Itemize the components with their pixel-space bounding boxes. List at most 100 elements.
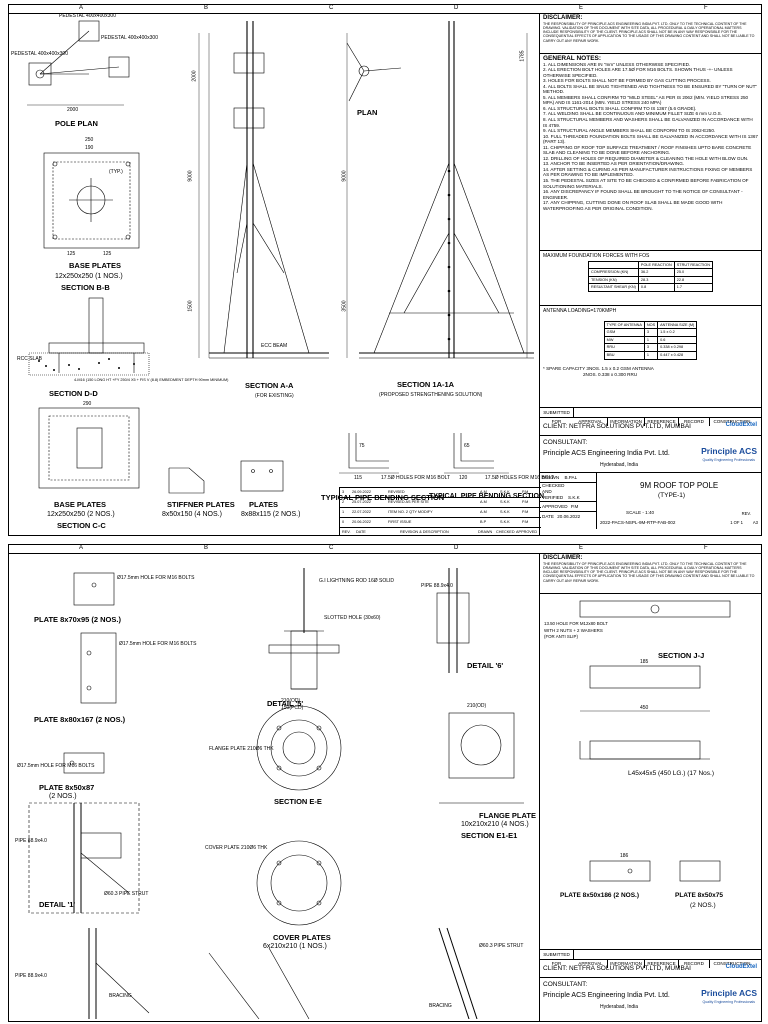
status-approval: APPROVAL <box>574 959 608 968</box>
grid-col-b: B <box>204 5 209 11</box>
dim-1785: 1785 <box>519 50 526 62</box>
pipe-dim-65: 65 <box>464 443 470 449</box>
notes-panel-1: DISCLAIMER: THE RESPONSIBILITY OF PRINCI… <box>540 13 761 535</box>
note-3: 3. HOLES FOR BOLTS SHALL NOT BE FORMED B… <box>543 78 711 84</box>
grid-reference-top-2: A B C D E F <box>9 545 761 554</box>
status-reference: REFERENCE <box>645 417 679 426</box>
antenna-header: NOS <box>643 320 659 330</box>
foundation-cell: 1.7 <box>673 283 714 292</box>
disclaimer-2: DISCLAIMER: THE RESPONSIBILITY OF PRINCI… <box>540 553 761 594</box>
client-row-2: CLIENT: NETFRA SOLUTIONS PVT.LTD, MUMBAI… <box>540 959 761 977</box>
pedestal-label-1: PEDESTAL 400x400x300 <box>59 13 116 19</box>
cloudextel-logo: CloudExtel <box>725 964 757 970</box>
rev-col-label: REV. <box>741 511 751 516</box>
dim-185: 185 <box>640 659 649 665</box>
detail-1-title: DETAIL '1' <box>39 900 76 909</box>
pipe-holes-1: 17.5Ø HOLES FOR M16 BOLT <box>381 475 451 481</box>
antenna-cell: 3 <box>643 343 659 352</box>
hole-note-10: Ø17.5mm HOLE FOR M16 BOLTS <box>17 763 95 769</box>
drawing-title: 9M ROOF TOP POLE <box>640 481 719 490</box>
foundation-forces: MAXIMUM FOUNDATION FORCES WITH FOS POLE … <box>540 250 761 305</box>
pipe-label-1: PIPE 88.9x4.0 <box>15 838 47 844</box>
note-17: 17. ANY CHIPPING, CUTTING DONE ON ROOF S… <box>543 200 723 211</box>
general-notes-title: GENERAL NOTES: <box>543 55 602 62</box>
rev-desc: FIRST ISSUE <box>388 520 412 524</box>
dim-186: 186 <box>620 853 629 859</box>
bracing-label-1: BRACING <box>109 993 132 999</box>
spare-capacity-1: * SPARE CAPACITY 3NOS. 1.5 x 0.2 GSM ANT… <box>543 365 654 371</box>
foundation-cell: 25.0 <box>673 268 714 277</box>
antenna-cell: RRU <box>603 343 645 352</box>
approved-row: APPROVED P.M <box>540 502 596 512</box>
consultant-label: CONSULTANT: <box>543 981 588 988</box>
grid-col-c: C <box>329 545 334 551</box>
plates-size: 8x88x115 (2 NOS.) <box>241 511 301 518</box>
dim-9000-aa: 9000 <box>187 170 194 182</box>
rev-header: CHECKED <box>496 530 515 534</box>
antenna-cell: 0.447 x 0.428 <box>657 350 698 360</box>
pipe-dim-120: 120 <box>459 475 468 481</box>
drawing-linework-2 <box>28 568 524 1019</box>
status-construction: CONSTRUCTION <box>713 419 751 424</box>
date-label: DATE <box>542 514 554 519</box>
section-e1: SECTION E1-E1 <box>461 831 518 840</box>
cover-note: COVER PLATE 210Ø6 THK <box>205 845 268 851</box>
bracing-label-2: BRACING <box>429 1003 452 1009</box>
base-plate-dim-190: 190 <box>85 145 94 151</box>
grid-col-f: F <box>704 545 708 551</box>
base-plates2-title: BASE PLATES <box>54 500 106 509</box>
section-dd: SECTION D-D <box>49 389 98 398</box>
status-record: RECORD <box>679 959 710 968</box>
pipe-dim-115: 115 <box>354 475 362 481</box>
status-information: INFORMATION <box>608 417 645 426</box>
rev-checked: S.K.K <box>500 500 510 504</box>
note-8: 8. ALL STRUCTURAL MEMBERS AND WASHERS SH… <box>543 117 753 128</box>
checked-label: CHECKED AND VERIFIED <box>542 483 565 500</box>
for-existing: (FOR EXISTING) <box>255 393 294 399</box>
grid-col-d: D <box>454 545 459 551</box>
disclaimer: DISCLAIMER: THE RESPONSIBILITY OF PRINCI… <box>540 13 761 54</box>
note-6: 6. ALL STRUCTURAL BOLTS SHALL CONFIRM TO… <box>543 105 697 111</box>
note-12: 12. DRILLING OF HOLES OF REQUIRED DIAMET… <box>543 155 749 161</box>
plate-18-qty: (2 NOS.) <box>690 902 716 909</box>
rev-approved: P.M <box>522 520 529 524</box>
principle-acs-logo: Principle ACS <box>701 988 757 998</box>
stiffner-size: 8x50x150 (4 NOS.) <box>162 511 222 518</box>
drawn-value: B.PAL <box>564 475 578 480</box>
rev-checked: S.K.K <box>500 510 510 514</box>
paper-size: A3 <box>752 520 758 525</box>
note-4: 4. ALL BOLTS SHALL BE SNUG TIGHTENED AND… <box>543 83 758 95</box>
note-7: 7. ALL WELDING SHALL BE CONTINUOUS AND M… <box>543 111 723 117</box>
note-11: 11. CHIPPING OF ROOF TOP SURFACE TREATME… <box>543 144 752 156</box>
detail-5-title: DETAIL '5' <box>267 699 304 708</box>
date-row: DATE 20.06.2022 <box>540 512 596 521</box>
plate-10-title: PLATE 8x50x87 <box>39 783 95 792</box>
lightning-rod: G.I LIGHTNING ROD 16Ø SOLID <box>319 578 395 584</box>
rev-date: 22.07.2022 <box>352 510 372 514</box>
proposed-solution: (PROPOSED STRENGTHENING SOLUTION) <box>379 392 483 398</box>
dim-210-ee: 210(OD) <box>281 698 301 704</box>
drawing-area-2: Ø17.5mm HOLE FOR M16 BOLTS PLATE 8x70x95… <box>9 553 540 1021</box>
dim-9000-1a: 9000 <box>341 170 348 182</box>
rev-drawn: A.M <box>480 490 487 494</box>
rcc-slab-label: RCC SLAB <box>17 356 43 362</box>
rev-header: APPROVED <box>516 530 538 534</box>
consultant-name: Principle ACS Engineering India Pvt. Ltd… <box>543 450 670 457</box>
antenna-cell: 1.5 x 0.2 <box>657 328 698 337</box>
rev-number: 1 <box>342 510 345 514</box>
dim-1500-aa: 1500 <box>187 300 194 312</box>
rev-drawn: B.P <box>480 520 487 524</box>
grid-col-e: E <box>579 545 584 551</box>
status-reference: REFERENCE <box>645 959 679 968</box>
pedestal-label-3: PEDESTAL 400x400x300 <box>11 51 68 57</box>
antenna-title: ANTENNA LOADING=170KMPH <box>543 308 617 314</box>
disclaimer-text: THE RESPONSIBILITY OF PRINCIPLE ACS ENGI… <box>543 561 755 583</box>
strut-label-2: Ø60.3 PIPE STRUT <box>479 943 524 949</box>
disclaimer-text: THE RESPONSIBILITY OF PRINCIPLE ACS ENGI… <box>543 21 755 43</box>
grid-col-d: D <box>454 5 459 11</box>
sheet-count: 1 OF 1 <box>730 520 743 525</box>
rev-number: 3 <box>342 490 345 494</box>
